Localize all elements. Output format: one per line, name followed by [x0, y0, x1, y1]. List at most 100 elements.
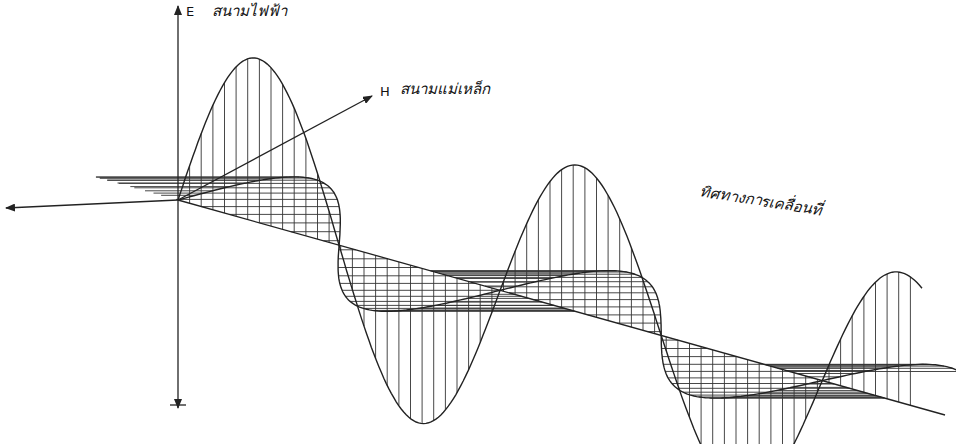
e-hatch-line	[736, 356, 737, 444]
h-hatch-line	[407, 310, 571, 311]
e-hatch-line	[689, 343, 690, 417]
e-hatch-line	[375, 255, 376, 358]
e-hatch-line	[550, 182, 551, 305]
e-hatch-line	[747, 360, 748, 444]
h-hatch-line	[786, 370, 870, 371]
h-hatch-line	[721, 398, 885, 399]
h-hatch-line	[665, 371, 789, 372]
axes	[6, 6, 945, 415]
e-hatch-line	[329, 212, 330, 243]
h-hatch-line	[617, 323, 661, 324]
h-hatch-line	[778, 368, 952, 369]
h-hatch-line	[710, 398, 885, 399]
e-hatch-line	[387, 259, 388, 386]
e-axis	[177, 6, 178, 200]
e-hatch-line	[364, 252, 365, 326]
h-hatch-line	[96, 177, 299, 178]
e-hatch-line	[468, 282, 469, 370]
h-hatch-line	[443, 274, 635, 275]
h-hatch-line	[469, 281, 647, 282]
h-hatch-line	[202, 206, 340, 207]
h-hatch-line	[356, 305, 554, 306]
h-hatch-line	[291, 231, 340, 232]
e-hatch-line	[596, 178, 597, 317]
wave-hatching	[96, 59, 956, 444]
h-hatch-line	[439, 273, 580, 274]
e-hatch-line	[236, 67, 237, 217]
h-hatch-line	[363, 308, 564, 309]
e-hatch-line	[910, 277, 911, 405]
e-hatch-line	[863, 296, 864, 392]
e-hatch-line	[433, 272, 434, 421]
h-hatch-line	[454, 277, 642, 278]
magnetic-wave	[178, 177, 956, 398]
h-hatch-line	[338, 258, 388, 259]
e-hatch-line	[247, 59, 248, 220]
e-hatch-line	[724, 353, 725, 444]
wave-curves	[178, 58, 956, 444]
h-hatch-line	[176, 199, 337, 200]
h-hatch-line	[119, 183, 325, 184]
h-hatch-line	[338, 267, 419, 268]
e-hatch-line	[677, 340, 678, 385]
e-hatch-line	[538, 200, 539, 301]
e-hatch-line	[201, 133, 202, 206]
h-hatch-line	[509, 292, 656, 293]
electric-wave	[178, 58, 922, 444]
propagation-axis	[178, 200, 945, 415]
e-hatch-line	[584, 168, 585, 314]
e-hatch-line	[271, 68, 272, 226]
h-hatch-line	[668, 377, 813, 378]
h-hatch-line	[394, 311, 575, 312]
field-name: สนามไฟฟ้า	[212, 2, 287, 20]
h-hatch-line	[776, 390, 858, 391]
axis-tick	[170, 404, 186, 405]
h-hatch-line	[421, 308, 564, 309]
h-hatch-line	[451, 302, 542, 303]
h-hatch-line	[560, 306, 660, 307]
back-axis	[6, 200, 178, 208]
h-hatch-line	[342, 290, 500, 291]
h-hatch-line	[663, 364, 764, 365]
e-hatch-line	[457, 278, 458, 392]
e-hatch-line	[212, 105, 213, 210]
direction-label: ทิศทางการเคลื่อนที่	[699, 182, 823, 219]
h-hatch-line	[761, 393, 868, 394]
h-hatch-line	[662, 348, 708, 349]
e-hatch-line	[410, 265, 411, 418]
h-hatch-line	[340, 283, 476, 284]
h-hatch-line	[588, 314, 661, 315]
field-symbol: E	[186, 4, 194, 20]
h-hatch-line	[134, 187, 330, 188]
h-hatch-line	[683, 392, 864, 393]
h-hatch-line	[770, 366, 944, 367]
h-hatch-line	[382, 311, 575, 312]
e-hatch-line	[875, 282, 876, 395]
e-hatch-line	[259, 59, 260, 223]
field-symbol: H	[380, 84, 390, 100]
h-hatch-line	[733, 397, 882, 398]
h-hatch-line	[339, 275, 449, 276]
e-hatch-line	[759, 363, 760, 444]
e-hatch-line	[852, 316, 853, 389]
h-hatch-line	[260, 222, 341, 223]
e-hatch-line	[782, 369, 783, 444]
e-hatch-line	[898, 272, 899, 402]
h-hatch-line	[467, 298, 529, 299]
e-hatch-line	[305, 139, 306, 236]
e-hatch-line	[573, 165, 574, 311]
h-hatch-line	[533, 299, 658, 300]
e-hatch-line	[422, 268, 423, 423]
h-hatch-line	[107, 180, 317, 181]
e-hatch-line	[840, 339, 841, 386]
h-hatch-line	[747, 395, 877, 396]
h-axis	[178, 96, 372, 200]
h-hatch-line	[790, 371, 956, 372]
h-hatch-line	[230, 214, 341, 215]
e-hatch-line	[608, 195, 609, 320]
e-hatch-line	[887, 274, 888, 399]
e-hatch-line	[480, 285, 481, 343]
field-name: สนามแม่เหล็ก	[400, 80, 490, 98]
h-hatch-line	[662, 356, 737, 357]
